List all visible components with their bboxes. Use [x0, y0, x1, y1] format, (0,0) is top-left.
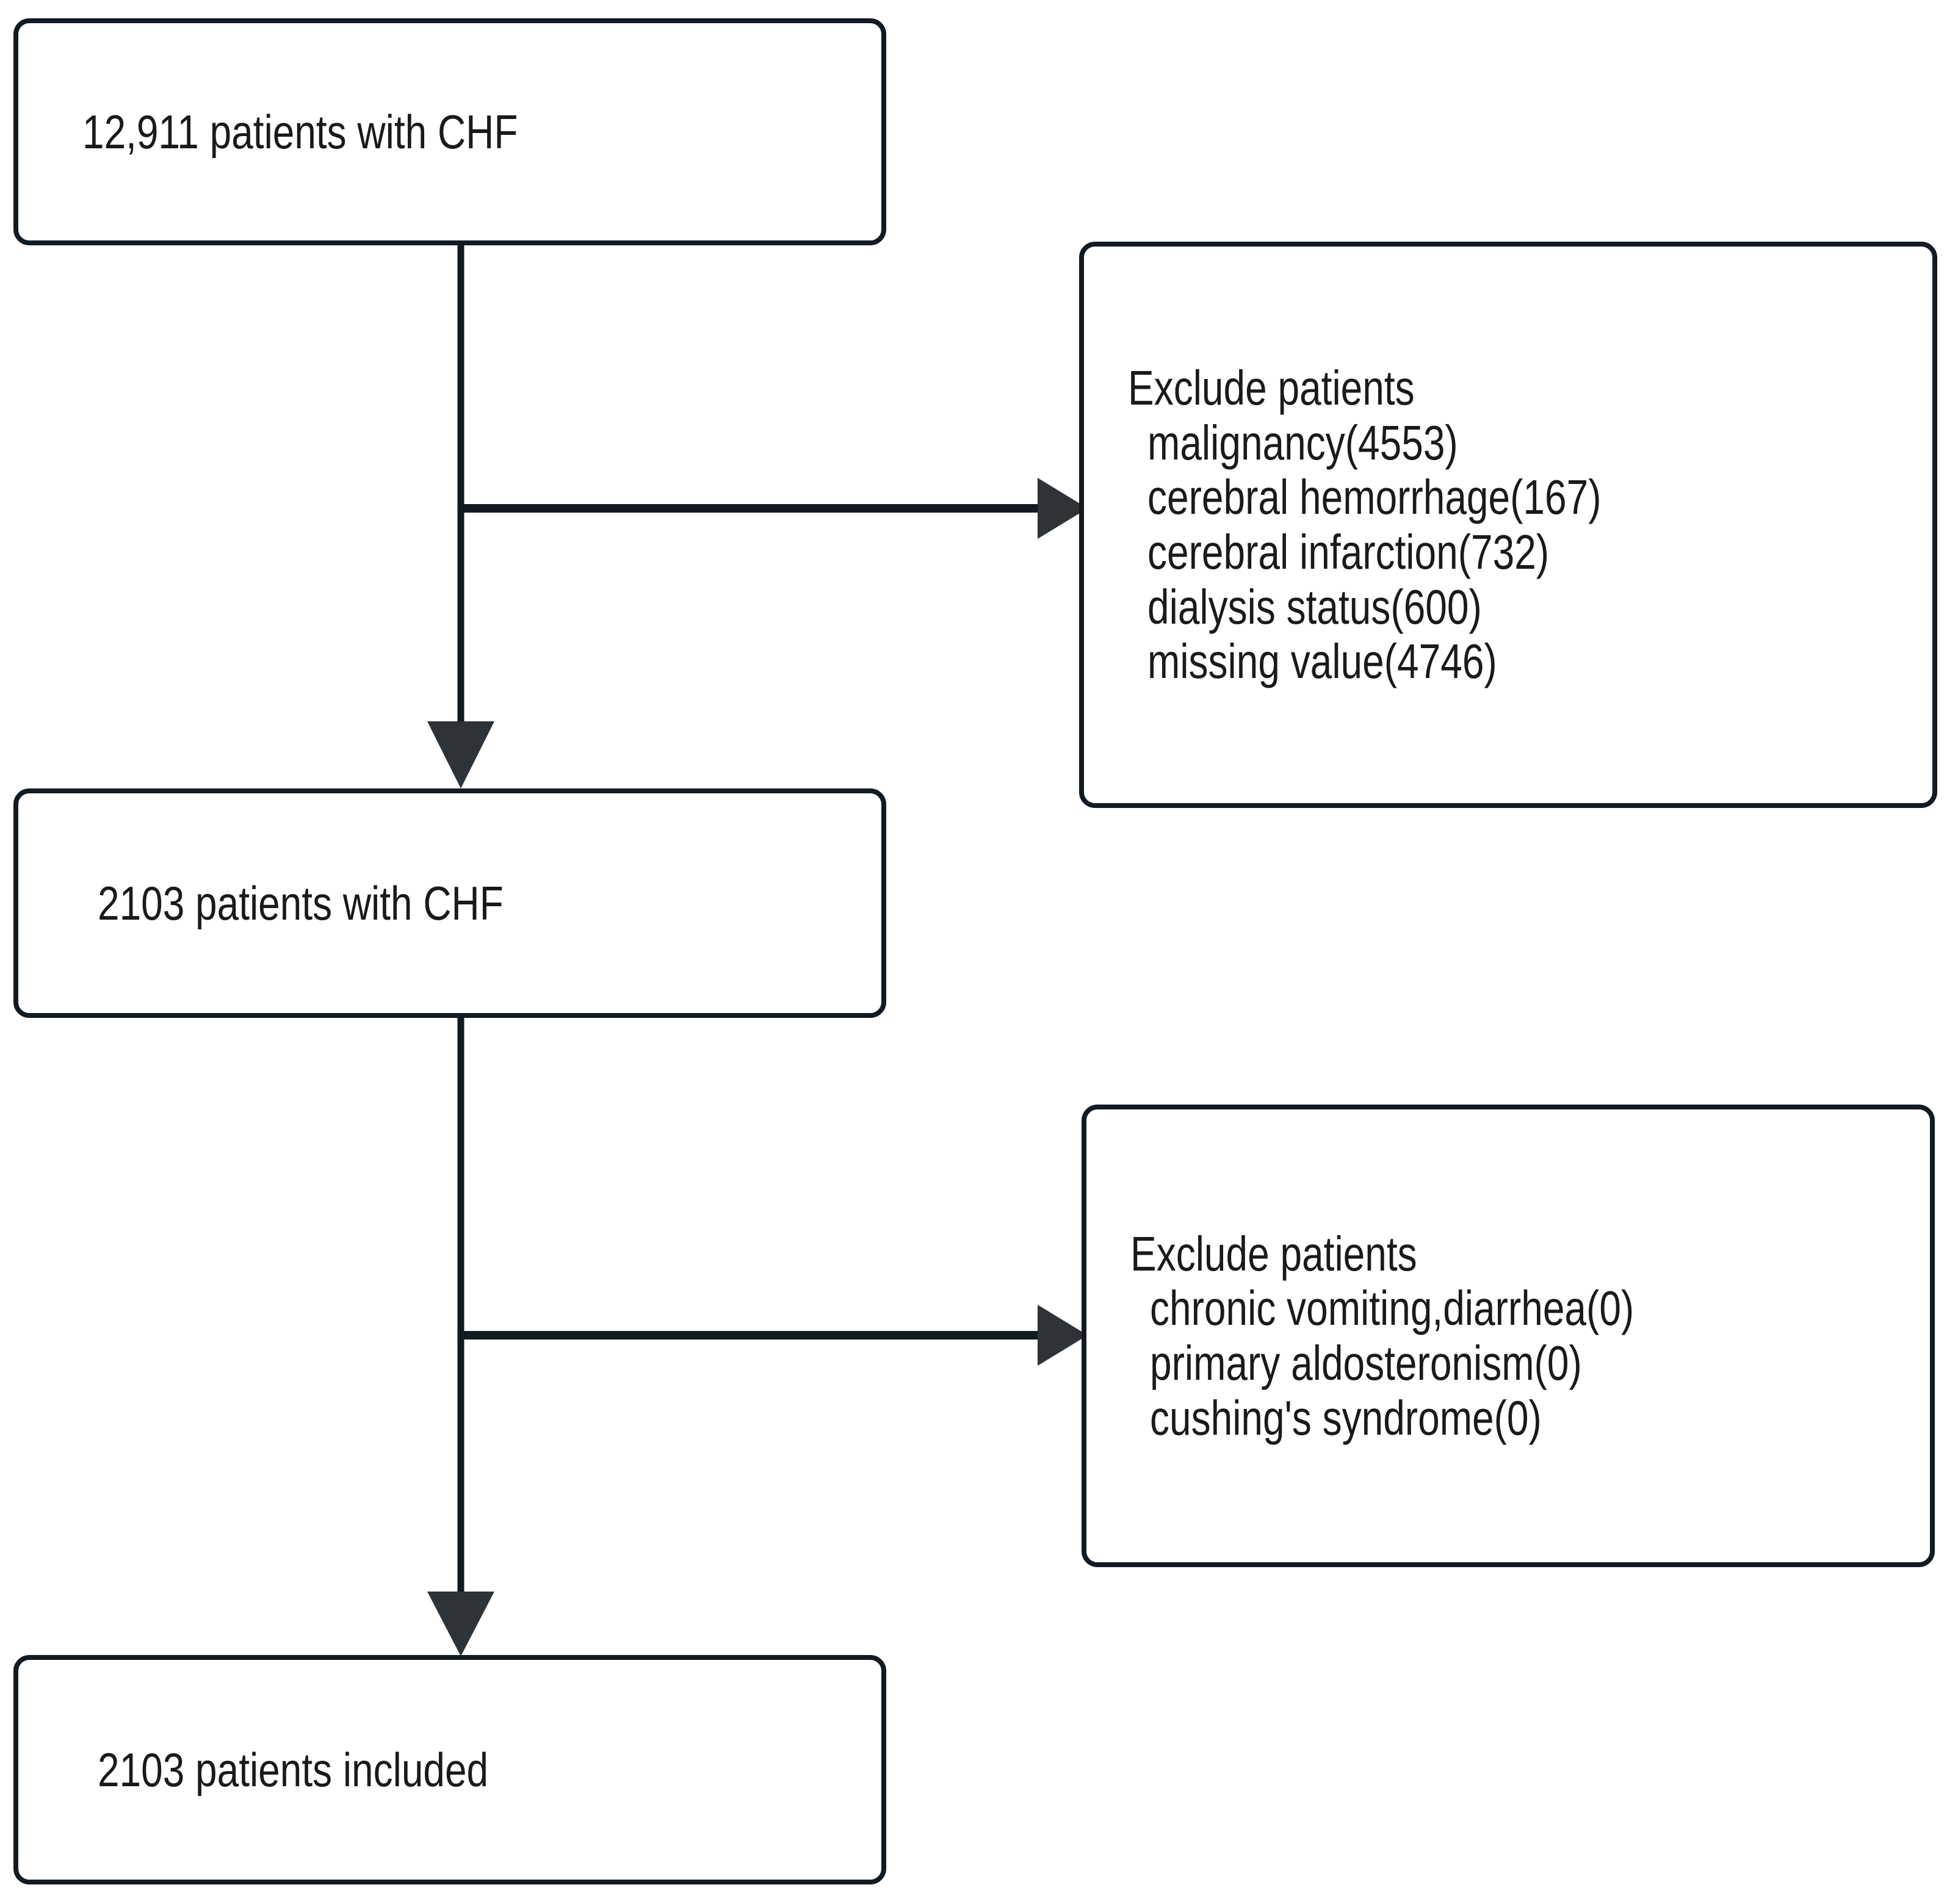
node-cohort-initial-label: 12,911 patients with CHF [82, 105, 518, 159]
node-cohort-final: 2103 patients included [13, 1655, 886, 1884]
exclude-1-item-cerebral-infarction: cerebral infarction(732) [1147, 525, 1550, 579]
connector-mid-to-final [427, 1018, 494, 1656]
exclude-2-item-primary-aldosteronism: primary aldosteronism(0) [1150, 1336, 1582, 1390]
exclude-1-item-missing-value: missing value(4746) [1147, 634, 1497, 689]
connector-initial-to-exclude-1 [461, 478, 1088, 539]
exclude-2-heading: Exclude patients [1130, 1226, 1417, 1281]
node-exclude-criteria-2: Exclude patients chronic vomiting,diarrh… [1082, 1105, 1935, 1567]
exclude-2-list: Exclude patients chronic vomiting,diarrh… [1130, 1227, 1930, 1445]
exclude-1-list: Exclude patients malignancy(4553) cerebr… [1128, 361, 1932, 689]
node-cohort-final-label: 2103 patients included [98, 1743, 489, 1797]
connector-initial-to-mid [427, 245, 494, 788]
exclude-2-item-chronic-vomiting-diarrhea: chronic vomiting,diarrhea(0) [1150, 1281, 1635, 1336]
exclude-1-item-cerebral-hemorrhage: cerebral hemorrhage(167) [1147, 470, 1602, 525]
connector-mid-to-exclude-2 [461, 1305, 1088, 1366]
exclude-1-heading: Exclude patients [1128, 361, 1415, 416]
node-cohort-mid: 2103 patients with CHF [13, 788, 886, 1018]
exclude-2-item-cushings-syndrome: cushing's syndrome(0) [1150, 1390, 1542, 1445]
node-cohort-initial: 12,911 patients with CHF [13, 18, 886, 245]
exclude-1-item-malignancy: malignancy(4553) [1147, 415, 1458, 470]
node-cohort-mid-label: 2103 patients with CHF [98, 876, 504, 930]
node-exclude-criteria-1: Exclude patients malignancy(4553) cerebr… [1079, 242, 1937, 808]
exclude-1-item-dialysis-status: dialysis status(600) [1147, 579, 1482, 634]
